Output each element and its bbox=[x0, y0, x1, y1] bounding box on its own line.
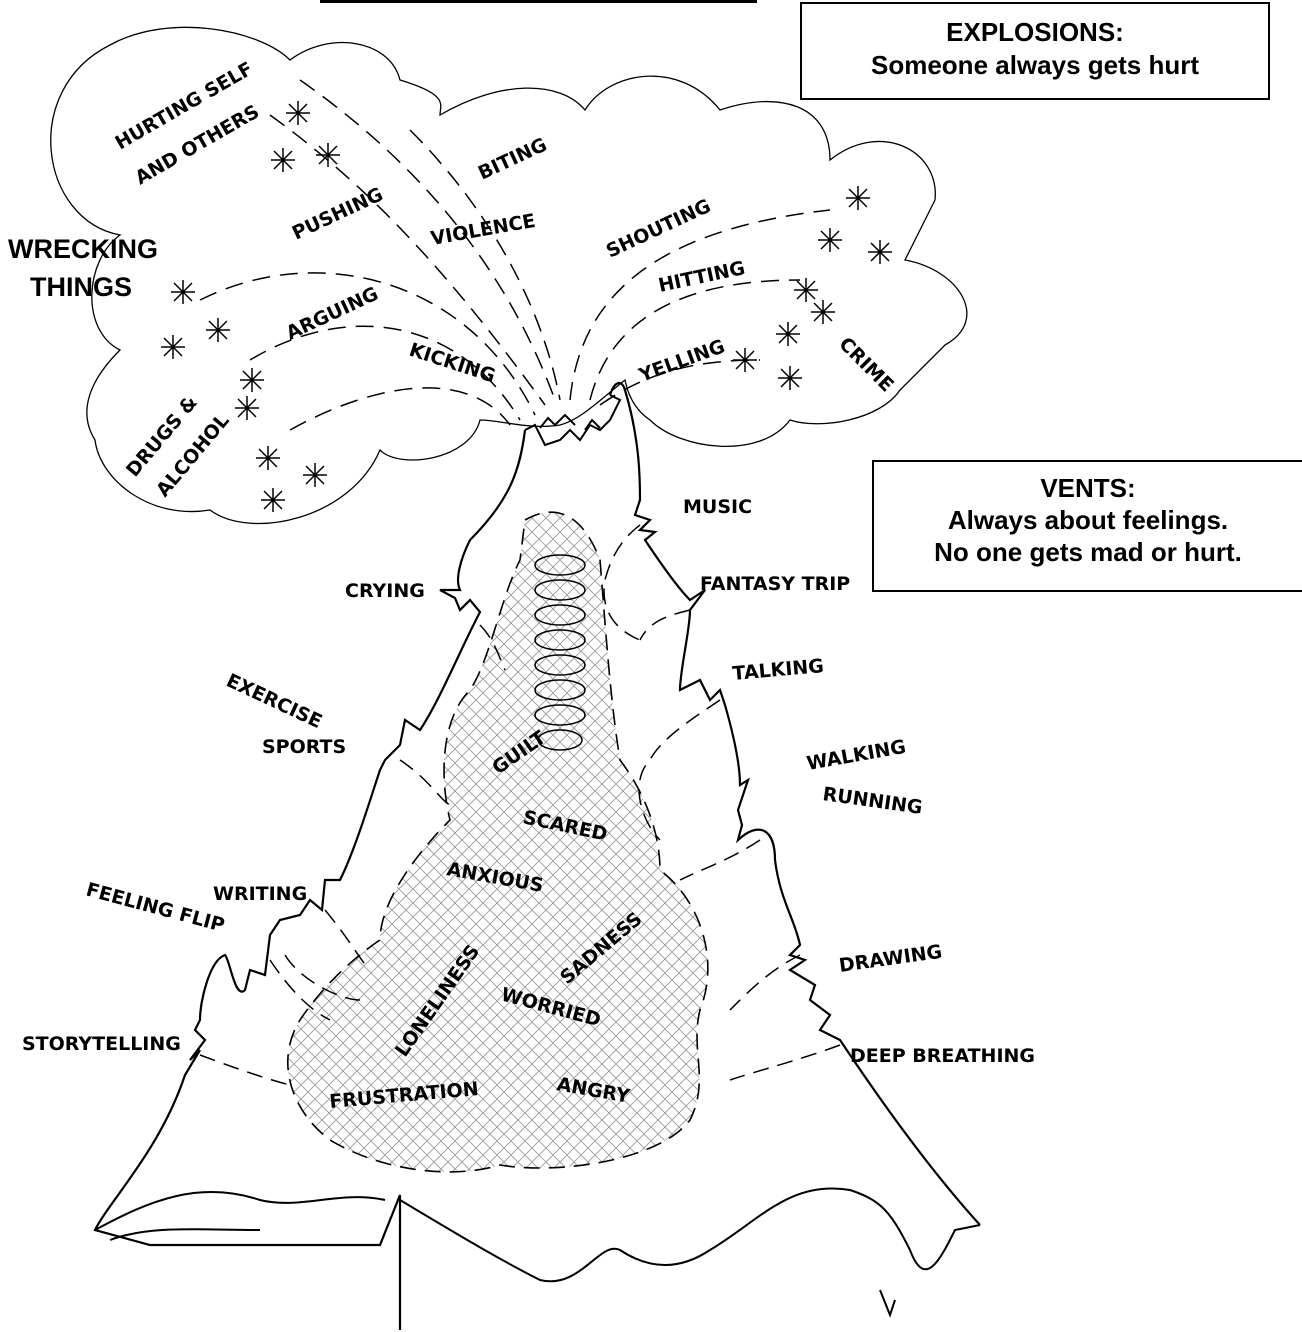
label-running: RUNNING bbox=[821, 783, 924, 819]
explosions-subtitle: Someone always gets hurt bbox=[871, 50, 1199, 80]
volcano-crater bbox=[524, 394, 622, 447]
label-drawing: DRAWING bbox=[838, 941, 944, 977]
vents-line-2: No one gets mad or hurt. bbox=[934, 537, 1242, 567]
vents-line-1: Always about feelings. bbox=[947, 505, 1229, 535]
vents-title: VENTS: bbox=[1040, 473, 1136, 503]
explosions-box: EXPLOSIONS: Someone always gets hurt bbox=[800, 2, 1270, 100]
label-yelling: YELLING bbox=[635, 335, 728, 387]
label-fantasy-trip: FANTASY TRIP bbox=[700, 573, 850, 595]
label-walking: WALKING bbox=[805, 736, 908, 775]
explosions-title: EXPLOSIONS: bbox=[946, 17, 1124, 47]
label-violence: VIOLENCE bbox=[429, 210, 537, 250]
vents-box: VENTS: Always about feelings. No one get… bbox=[872, 460, 1302, 592]
label-talking: TALKING bbox=[732, 655, 825, 685]
label-storytelling: STORYTELLING bbox=[22, 1033, 181, 1055]
label-pushing: PUSHING bbox=[289, 183, 387, 244]
label-crime: CRIME bbox=[834, 333, 897, 396]
label-biting: BITING bbox=[475, 134, 551, 185]
label-shouting: SHOUTING bbox=[603, 195, 714, 263]
top-rule bbox=[320, 0, 757, 3]
volcano-outline bbox=[93, 429, 527, 1330]
label-hitting: HITTING bbox=[656, 257, 747, 297]
ground-base bbox=[94, 1187, 981, 1318]
label-things: THINGS bbox=[30, 272, 132, 302]
volcano-outline-right bbox=[608, 382, 981, 1226]
label-music: MUSIC bbox=[683, 496, 752, 518]
label-deep-breathing: DEEP BREATHING bbox=[850, 1045, 1035, 1067]
label-arguing: ARGUING bbox=[283, 283, 382, 345]
label-crying: CRYING bbox=[345, 580, 425, 602]
label-kicking: KICKING bbox=[406, 339, 497, 387]
label-feeling-flip: FEELING FLIP bbox=[84, 879, 227, 937]
label-sports: SPORTS bbox=[262, 736, 346, 758]
star-marks bbox=[161, 101, 892, 512]
coil-spring bbox=[534, 554, 586, 751]
magma-chamber bbox=[287, 511, 709, 1173]
label-exercise: EXERCISE bbox=[223, 670, 326, 733]
explosion-cloud bbox=[50, 26, 968, 525]
label-writing: WRITING bbox=[213, 883, 307, 905]
spray-lines bbox=[199, 79, 831, 431]
label-wrecking: WRECKING bbox=[8, 234, 158, 264]
vent-channels bbox=[199, 524, 841, 1086]
